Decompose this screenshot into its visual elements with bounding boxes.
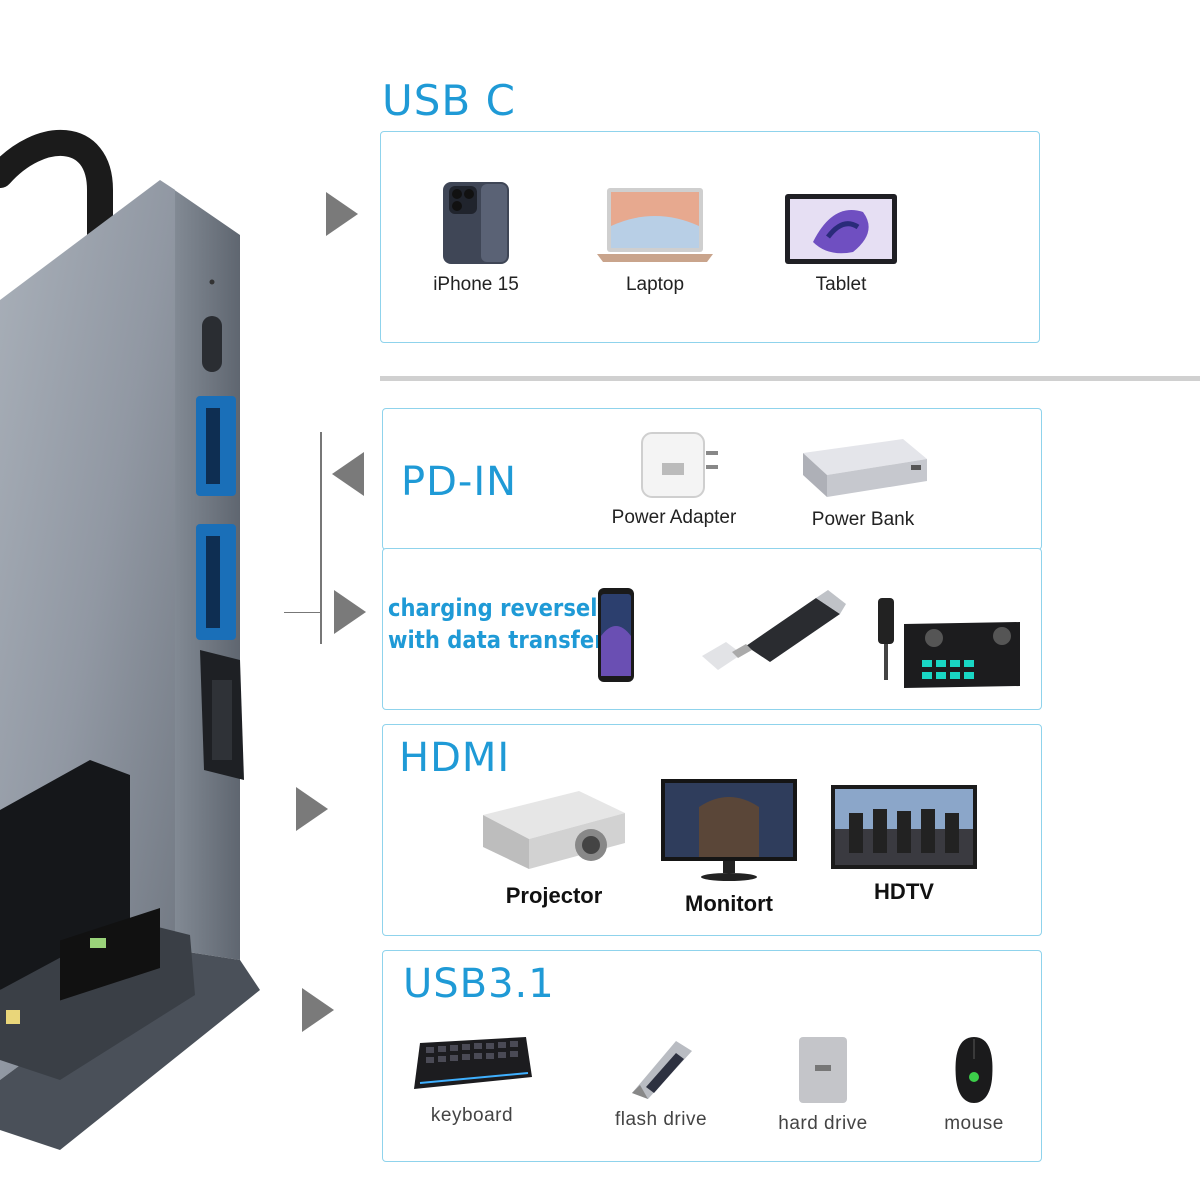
mouse-icon xyxy=(955,1037,993,1103)
pd-in-arrow xyxy=(332,452,364,496)
pd-in-title: PD-IN xyxy=(401,459,518,505)
usb31-item-keyboard: keyboard xyxy=(407,1033,537,1127)
usb31-item-harddrive: hard drive xyxy=(763,1035,883,1135)
hdmi-item-hdtv-label: HDTV xyxy=(874,879,934,904)
bracket-line xyxy=(320,432,322,644)
usb31-item-mouse-label: mouse xyxy=(944,1113,1004,1134)
usb-c-item-tablet: Tablet xyxy=(783,192,899,296)
usb-a-arrow xyxy=(334,590,366,634)
usb-c-title: USB C xyxy=(382,76,516,125)
hdmi-item-hdtv: HDTV xyxy=(829,783,979,905)
pd-in-box: PD-IN Power Adapter Power Bank xyxy=(382,408,1042,550)
power-adapter-icon xyxy=(641,432,718,498)
hdmi-title: HDMI xyxy=(399,735,511,781)
pd-in-item-adapter-label: Power Adapter xyxy=(611,507,737,528)
hdmi-box: HDMI Projector Monitort HDTV xyxy=(382,724,1042,936)
power-bank-icon xyxy=(803,439,927,497)
hdmi-item-projector-label: Projector xyxy=(505,883,603,908)
usb-c-box: iPhone 15 Laptop Tablet xyxy=(380,131,1040,343)
usb-c-item-iphone-label: iPhone 15 xyxy=(433,274,519,295)
flash-drive-otg-icon xyxy=(702,590,846,670)
usb31-item-flashdrive-label: flash drive xyxy=(614,1109,708,1130)
charging-reversely-text: charging reversely with data transfer xyxy=(388,592,611,656)
sound-card-microphone-icon xyxy=(878,598,1020,688)
hdmi-item-monitor-label: Monitort xyxy=(685,891,773,916)
usb31-title: USB3.1 xyxy=(403,961,555,1007)
pd-in-item-powerbank-label: Power Bank xyxy=(811,509,915,530)
hdtv-icon xyxy=(831,785,977,869)
usb31-item-mouse: mouse xyxy=(919,1035,1029,1135)
hard-drive-icon xyxy=(799,1037,847,1103)
smartphone-icon xyxy=(598,588,634,682)
usb31-item-keyboard-label: keyboard xyxy=(430,1105,514,1126)
usb-c-item-iphone: iPhone 15 xyxy=(421,180,531,296)
charging-text-line1: charging reversely xyxy=(388,594,612,622)
tablet-icon xyxy=(785,194,897,264)
monitor-icon xyxy=(661,779,797,881)
usb-c-item-laptop: Laptop xyxy=(595,186,715,296)
hdmi-item-projector: Projector xyxy=(479,785,629,909)
usb-hub-illustration xyxy=(0,130,260,1150)
usb-c-arrow xyxy=(326,192,358,236)
usb-c-item-tablet-label: Tablet xyxy=(815,274,867,295)
usb31-arrow xyxy=(302,988,334,1032)
bracket-tick xyxy=(284,612,320,613)
pd-in-item-adapter: Power Adapter xyxy=(599,431,749,529)
usb31-item-flashdrive: flash drive xyxy=(601,1035,721,1131)
usb-c-item-laptop-label: Laptop xyxy=(625,274,685,295)
section-divider xyxy=(380,376,1200,381)
hdmi-item-monitor: Monitort xyxy=(659,777,799,917)
usb31-box: USB3.1 keyboard flash drive hard drive xyxy=(382,950,1042,1162)
usb31-item-harddrive-label: hard drive xyxy=(778,1113,868,1134)
iphone-icon xyxy=(443,182,509,264)
hdmi-arrow xyxy=(296,787,328,831)
laptop-icon xyxy=(597,188,713,262)
flash-drive-icon xyxy=(632,1041,692,1099)
keyboard-icon xyxy=(414,1037,532,1089)
charging-text-line2: with data transfer xyxy=(388,626,605,654)
pd-in-item-powerbank: Power Bank xyxy=(783,435,943,531)
projector-icon xyxy=(483,791,625,869)
